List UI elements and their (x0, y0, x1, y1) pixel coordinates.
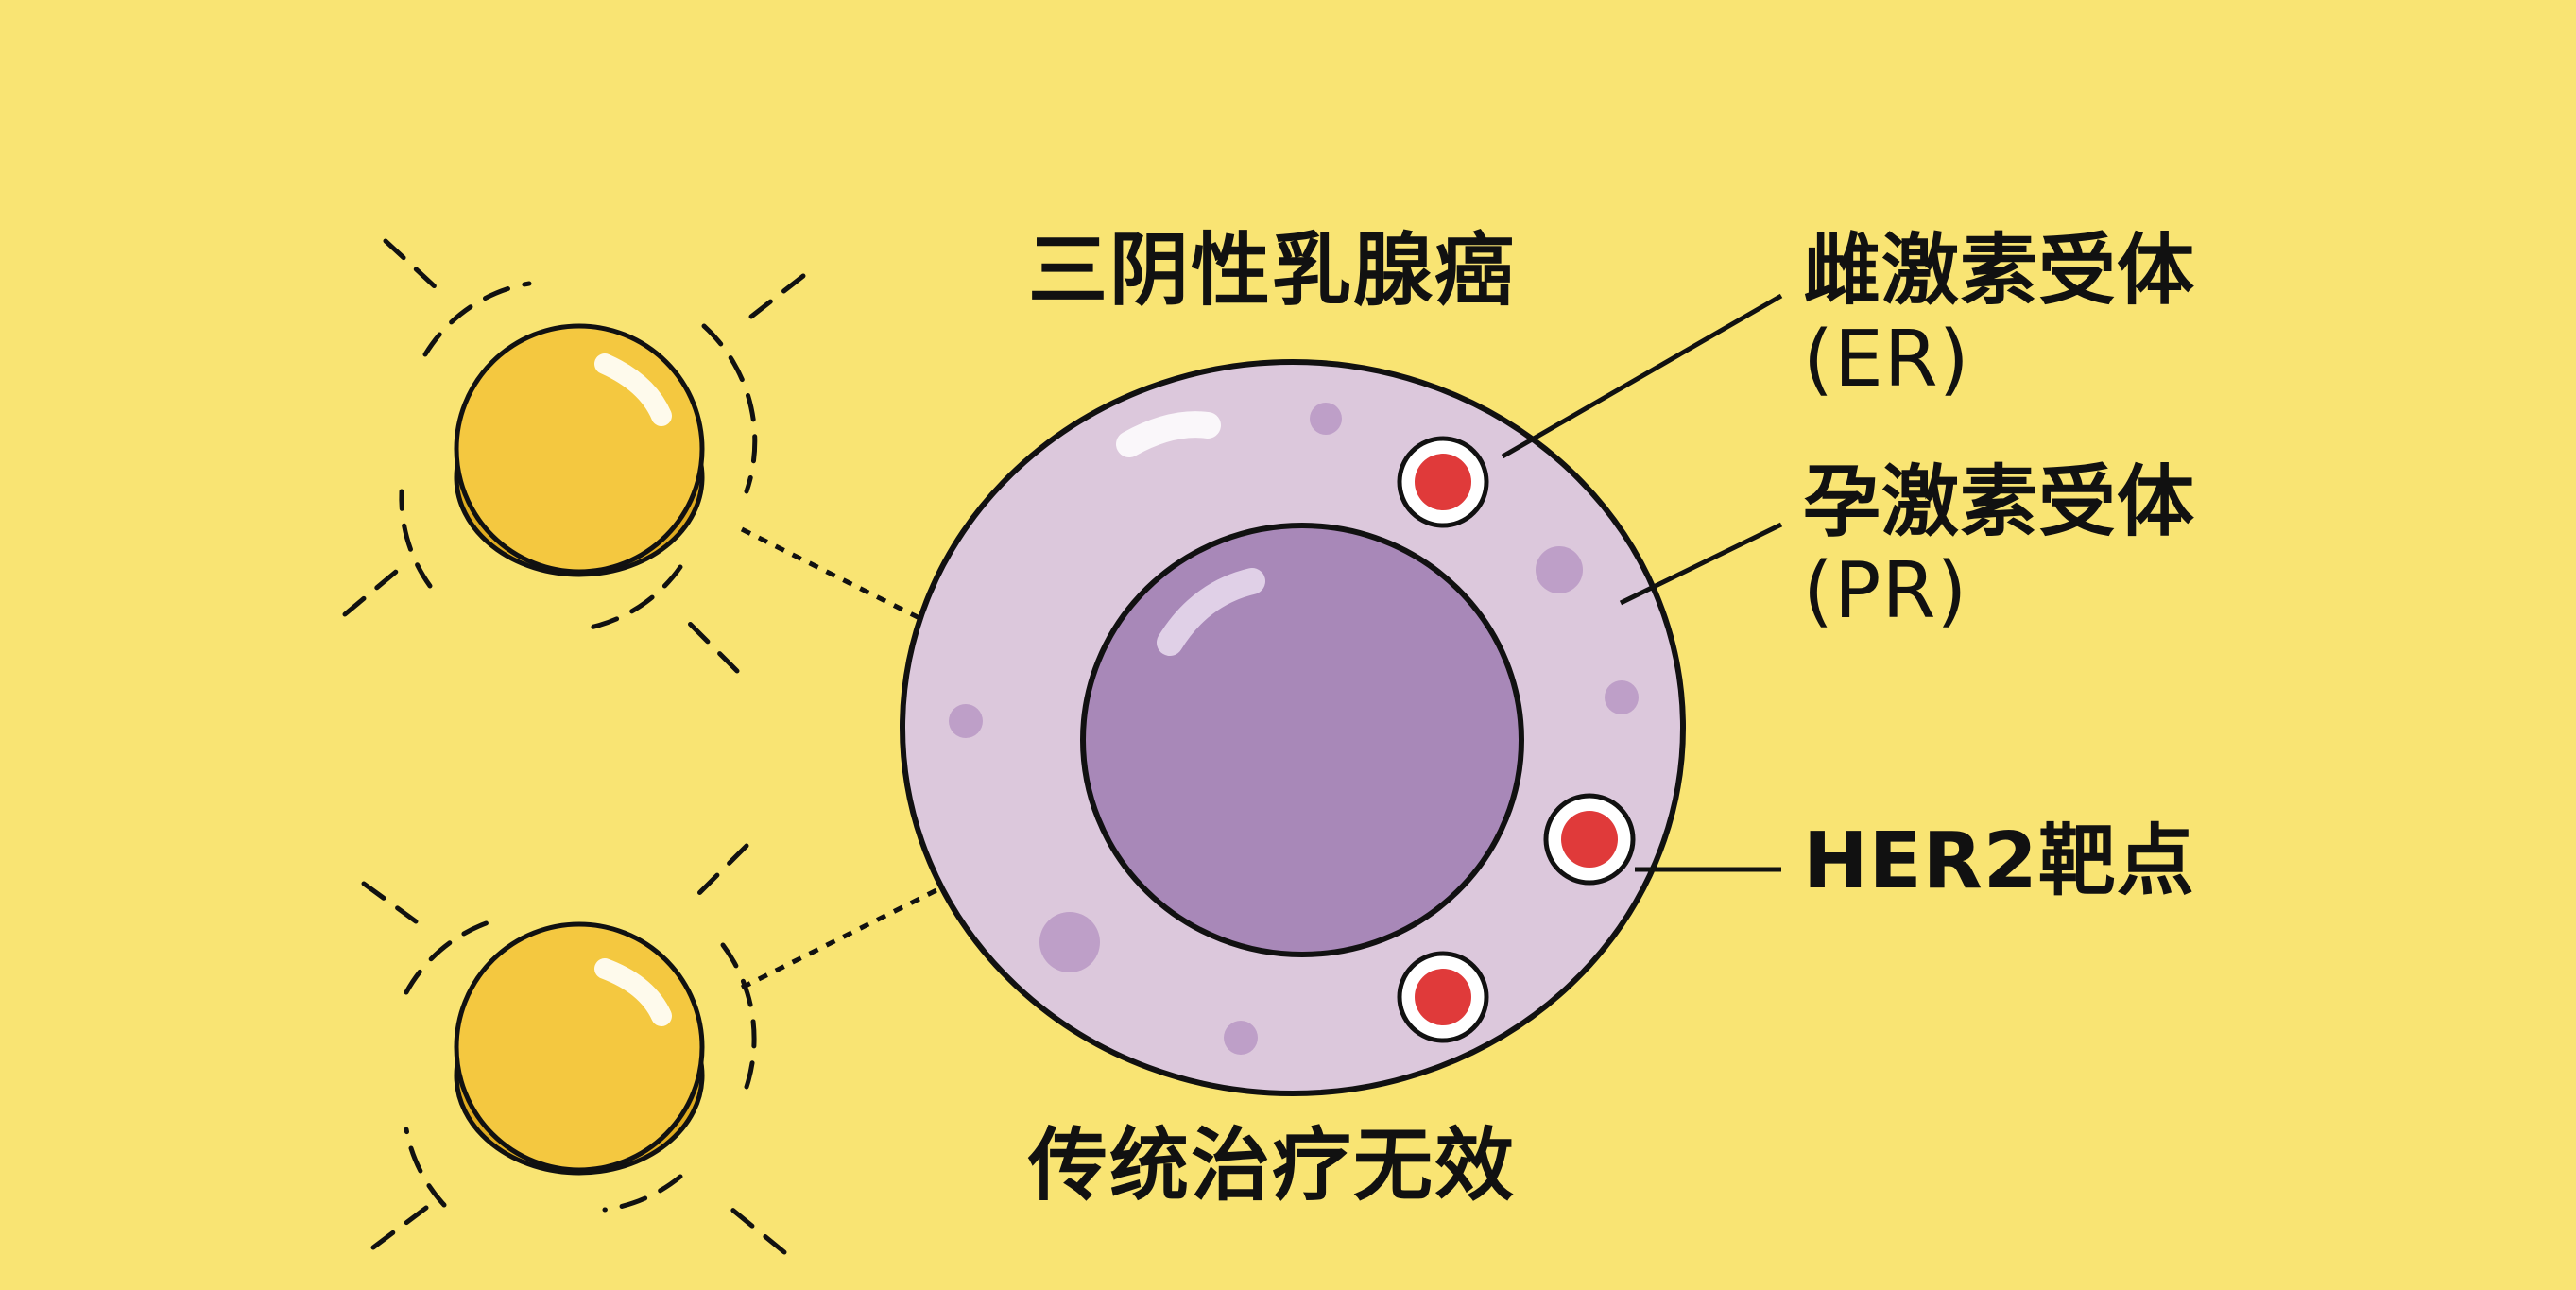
diagram-title: 三阴性乳腺癌 (1028, 224, 1517, 317)
pr-leader (1619, 522, 1783, 606)
bottom-caption: 传统治疗无效 (1028, 1119, 1517, 1212)
cancer-cell (900, 359, 1686, 1096)
pill-top-rays (342, 238, 806, 674)
callout-er-name: 雌激素受体 (1803, 226, 2196, 316)
callout-pr-abbr: (PR) (1803, 546, 1968, 637)
callout-pr-name: 孕激素受体 (1803, 457, 2196, 547)
callout-her2-name: HER2靶点 (1803, 817, 2195, 906)
pill-top (342, 238, 806, 674)
pill-bottom-rays (361, 843, 787, 1255)
callout-pr: 孕激素受体 (PR) (1803, 457, 2196, 637)
callout-er: 雌激素受体 (ER) (1803, 226, 2196, 405)
receptor-er (1397, 436, 1489, 528)
callout-lines (1501, 293, 1783, 872)
pill-bottom (361, 843, 787, 1255)
er-leader (1501, 293, 1783, 459)
nucleus (1080, 523, 1524, 957)
callout-er-abbr: (ER) (1803, 315, 1970, 405)
receptor-her2 (1543, 793, 1636, 886)
callout-her2: HER2靶点 (1803, 817, 2195, 906)
pill-to-cell-lines (740, 526, 999, 990)
receptor-lower (1397, 951, 1489, 1043)
vesicles (949, 403, 1639, 1055)
